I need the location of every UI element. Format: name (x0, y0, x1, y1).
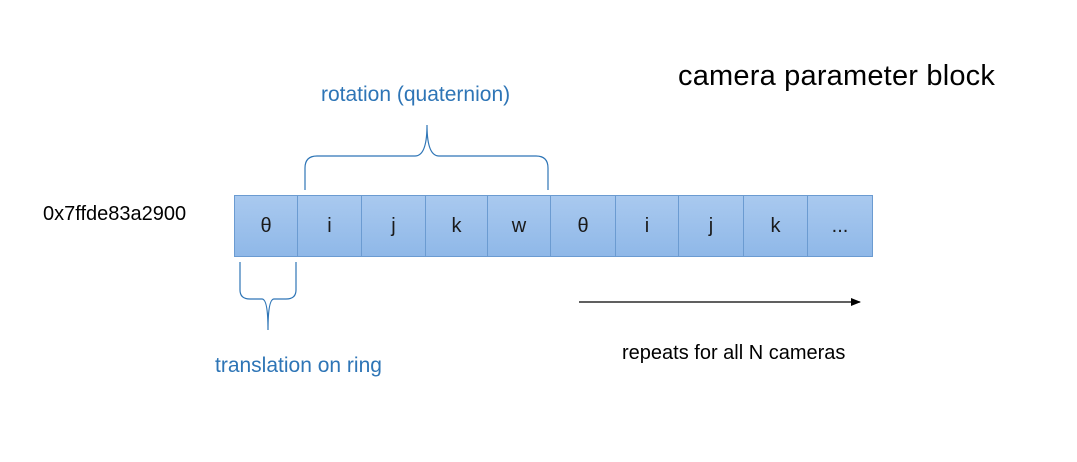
parameter-block-cells: θ i j k w θ i j k ... (234, 195, 873, 257)
rotation-label: rotation (quaternion) (321, 83, 511, 106)
cell-j-repeat: j (678, 195, 744, 257)
rotation-brace (304, 124, 549, 190)
memory-address: 0x7ffde83a2900 (43, 203, 187, 225)
cell-ellipsis: ... (807, 195, 873, 257)
cell-i: i (297, 195, 362, 257)
cell-j: j (361, 195, 426, 257)
cell-k-repeat: k (743, 195, 808, 257)
translation-brace (239, 262, 297, 331)
cell-i-repeat: i (615, 195, 679, 257)
translation-label: translation on ring (215, 354, 382, 377)
repeat-label: repeats for all N cameras (622, 342, 846, 364)
diagram-title: camera parameter block (678, 60, 996, 92)
cell-w: w (487, 195, 551, 257)
cell-theta: θ (234, 195, 298, 257)
cell-k: k (425, 195, 488, 257)
